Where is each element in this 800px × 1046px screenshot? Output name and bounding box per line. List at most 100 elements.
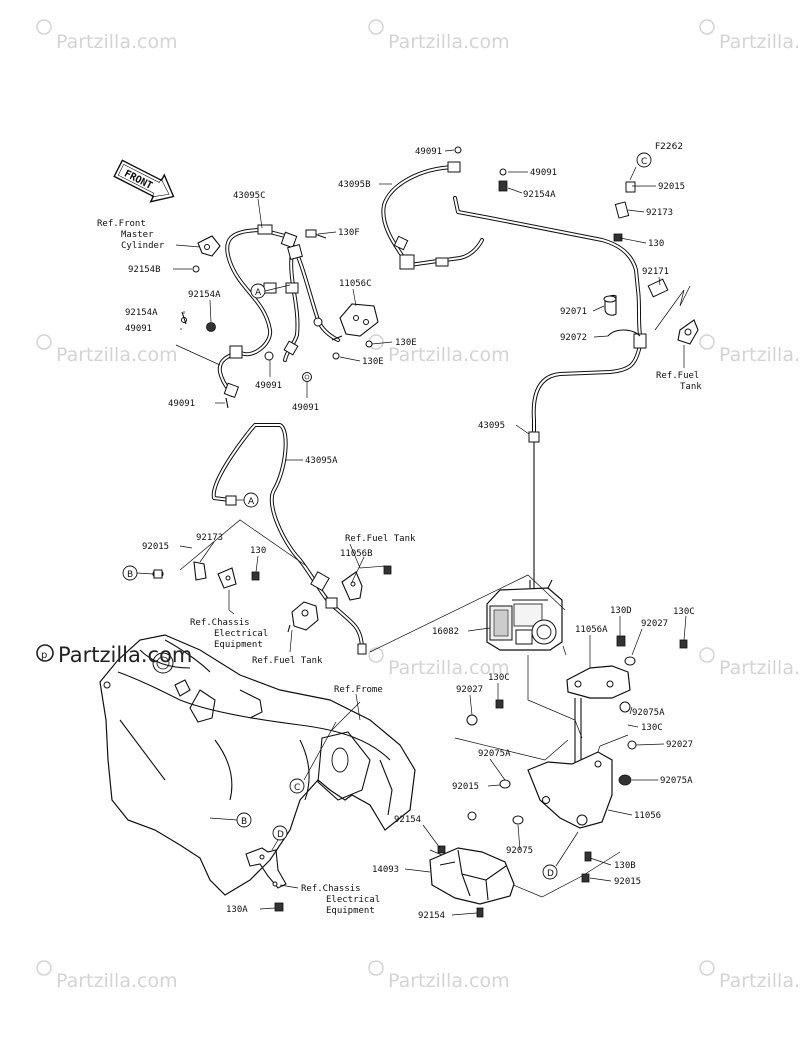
watermark-5: Partzilla.com — [368, 334, 510, 366]
watermark-text: Partzilla.com — [719, 970, 800, 992]
svg-text:D: D — [277, 830, 284, 840]
leader-lines — [173, 149, 687, 916]
label-ref-fuel-tank: Ref.Fuel — [656, 371, 699, 381]
front-arrow-icon: FRONT — [113, 159, 175, 203]
watermark-text: Partzilla.com — [56, 970, 178, 992]
label-92072: 92072 — [560, 333, 587, 343]
label-ref-chassis-electrical-equipment: Equipment — [326, 906, 375, 916]
callout-B2: B — [209, 812, 252, 828]
master-cylinder-bracket — [192, 235, 221, 273]
watermark-strong: p Partzilla.com — [36, 643, 192, 667]
label-11056B: 11056B — [340, 549, 373, 559]
label-49091: 49091 — [530, 168, 557, 178]
label-49091: 49091 — [292, 403, 319, 413]
label-49091: 49091 — [255, 381, 282, 391]
hose-43095A — [211, 423, 367, 655]
watermark-text: Partzilla.com — [388, 31, 510, 53]
watermark-6: Partzilla.com — [699, 334, 800, 366]
pipe-43095 — [453, 196, 647, 595]
label-ref-front-master-cylinder: Cylinder — [121, 241, 165, 251]
label-130: 130 — [648, 239, 664, 249]
svg-text:D: D — [547, 869, 554, 879]
label-ref-fuel-tank: Ref.Fuel Tank — [252, 656, 323, 666]
label-92154A: 92154A — [125, 308, 158, 318]
callout-D1: D — [271, 825, 288, 851]
label-92015: 92015 — [658, 182, 685, 192]
callout-A2: A — [236, 492, 259, 508]
label-92154B: 92154B — [128, 265, 161, 275]
svg-text:A: A — [255, 288, 262, 298]
label-43095C: 43095C — [233, 191, 266, 201]
watermark-text: Partzilla.com — [388, 657, 510, 679]
label-ref-front-master-cylinder: Ref.Front — [97, 219, 146, 229]
abs-unit-16082 — [486, 579, 563, 651]
label-43095B: 43095B — [338, 180, 371, 190]
svg-text:A: A — [248, 497, 255, 507]
label-130C: 130C — [488, 673, 510, 683]
label-92027: 92027 — [641, 619, 668, 629]
label-92015: 92015 — [452, 782, 479, 792]
label-ref-chassis-electrical-equipment: Electrical — [214, 629, 268, 639]
label-ref-frome: Ref.Frome — [334, 685, 383, 695]
callout-B1: B — [122, 565, 154, 581]
label-130C: 130C — [641, 723, 663, 733]
label-130E: 130E — [395, 338, 417, 348]
watermark-text: Partzilla.com — [388, 970, 510, 992]
label-92075A: 92075A — [632, 708, 665, 718]
label-130C: 130C — [673, 607, 695, 617]
label-ref-chassis-electrical-equipment: Ref.Chassis — [190, 618, 250, 628]
watermark-2: Partzilla.com — [368, 19, 510, 53]
label-11056C: 11056C — [339, 279, 372, 289]
diagram-code: F2262 — [655, 142, 683, 152]
label-14093: 14093 — [372, 865, 399, 875]
watermark-text: Partzilla.com — [56, 31, 178, 53]
label-130A: 130A — [226, 905, 248, 915]
watermark-text: Partzilla.com — [719, 31, 800, 53]
label-ref-chassis-electrical-equipment: Ref.Chassis — [301, 884, 361, 894]
hose-left-banjo — [175, 311, 312, 409]
callout-A1: A — [250, 283, 291, 299]
label-130E: 130E — [362, 357, 384, 367]
watermark-strong-text: Partzilla.com — [58, 643, 192, 667]
motorcycle-frame — [99, 634, 416, 896]
watermark-text: Partzilla.com — [719, 344, 800, 366]
label-49091: 49091 — [125, 324, 152, 334]
hose-43095B — [381, 146, 508, 270]
label-49091: 49091 — [415, 147, 442, 157]
watermark-layer: Partzilla.com Partzilla.com Partzilla.co… — [36, 19, 800, 992]
label-130B: 130B — [614, 861, 636, 871]
label-92027: 92027 — [666, 740, 693, 750]
label-92015: 92015 — [142, 542, 169, 552]
label-92071: 92071 — [560, 307, 587, 317]
label-ref-fuel-tank: Ref.Fuel Tank — [345, 534, 416, 544]
label-92154A: 92154A — [523, 190, 556, 200]
label-ref-fuel-tank: Tank — [680, 382, 702, 392]
label-92173: 92173 — [196, 533, 223, 543]
label-92154: 92154 — [418, 911, 445, 921]
label-130: 130 — [250, 546, 266, 556]
label-92075: 92075 — [506, 846, 533, 856]
bracket-11056C — [305, 229, 379, 360]
cover-14093 — [429, 847, 515, 918]
callout-D2: D — [542, 831, 579, 880]
label-92173: 92173 — [646, 208, 673, 218]
watermark-text: Partzilla.com — [388, 344, 510, 366]
svg-text:p: p — [41, 650, 47, 661]
svg-text:B: B — [241, 817, 247, 827]
watermark-text: Partzilla.com — [719, 657, 800, 679]
watermark-7: Partzilla.com — [368, 647, 510, 679]
svg-text:C: C — [641, 157, 647, 167]
label-ref-chassis-electrical-equipment: Equipment — [214, 640, 263, 650]
label-92015: 92015 — [614, 877, 641, 887]
svg-text:B: B — [127, 570, 133, 580]
hose-43095C — [225, 224, 340, 362]
label-16082: 16082 — [432, 627, 459, 637]
label-43095A: 43095A — [305, 456, 338, 466]
left-clamp-group — [152, 519, 306, 610]
upper-right-fittings — [603, 181, 699, 345]
bracket-11056 — [437, 699, 637, 883]
bracket-11056A — [566, 635, 688, 800]
watermark-1: Partzilla.com — [36, 19, 178, 53]
svg-text:C: C — [294, 783, 300, 793]
